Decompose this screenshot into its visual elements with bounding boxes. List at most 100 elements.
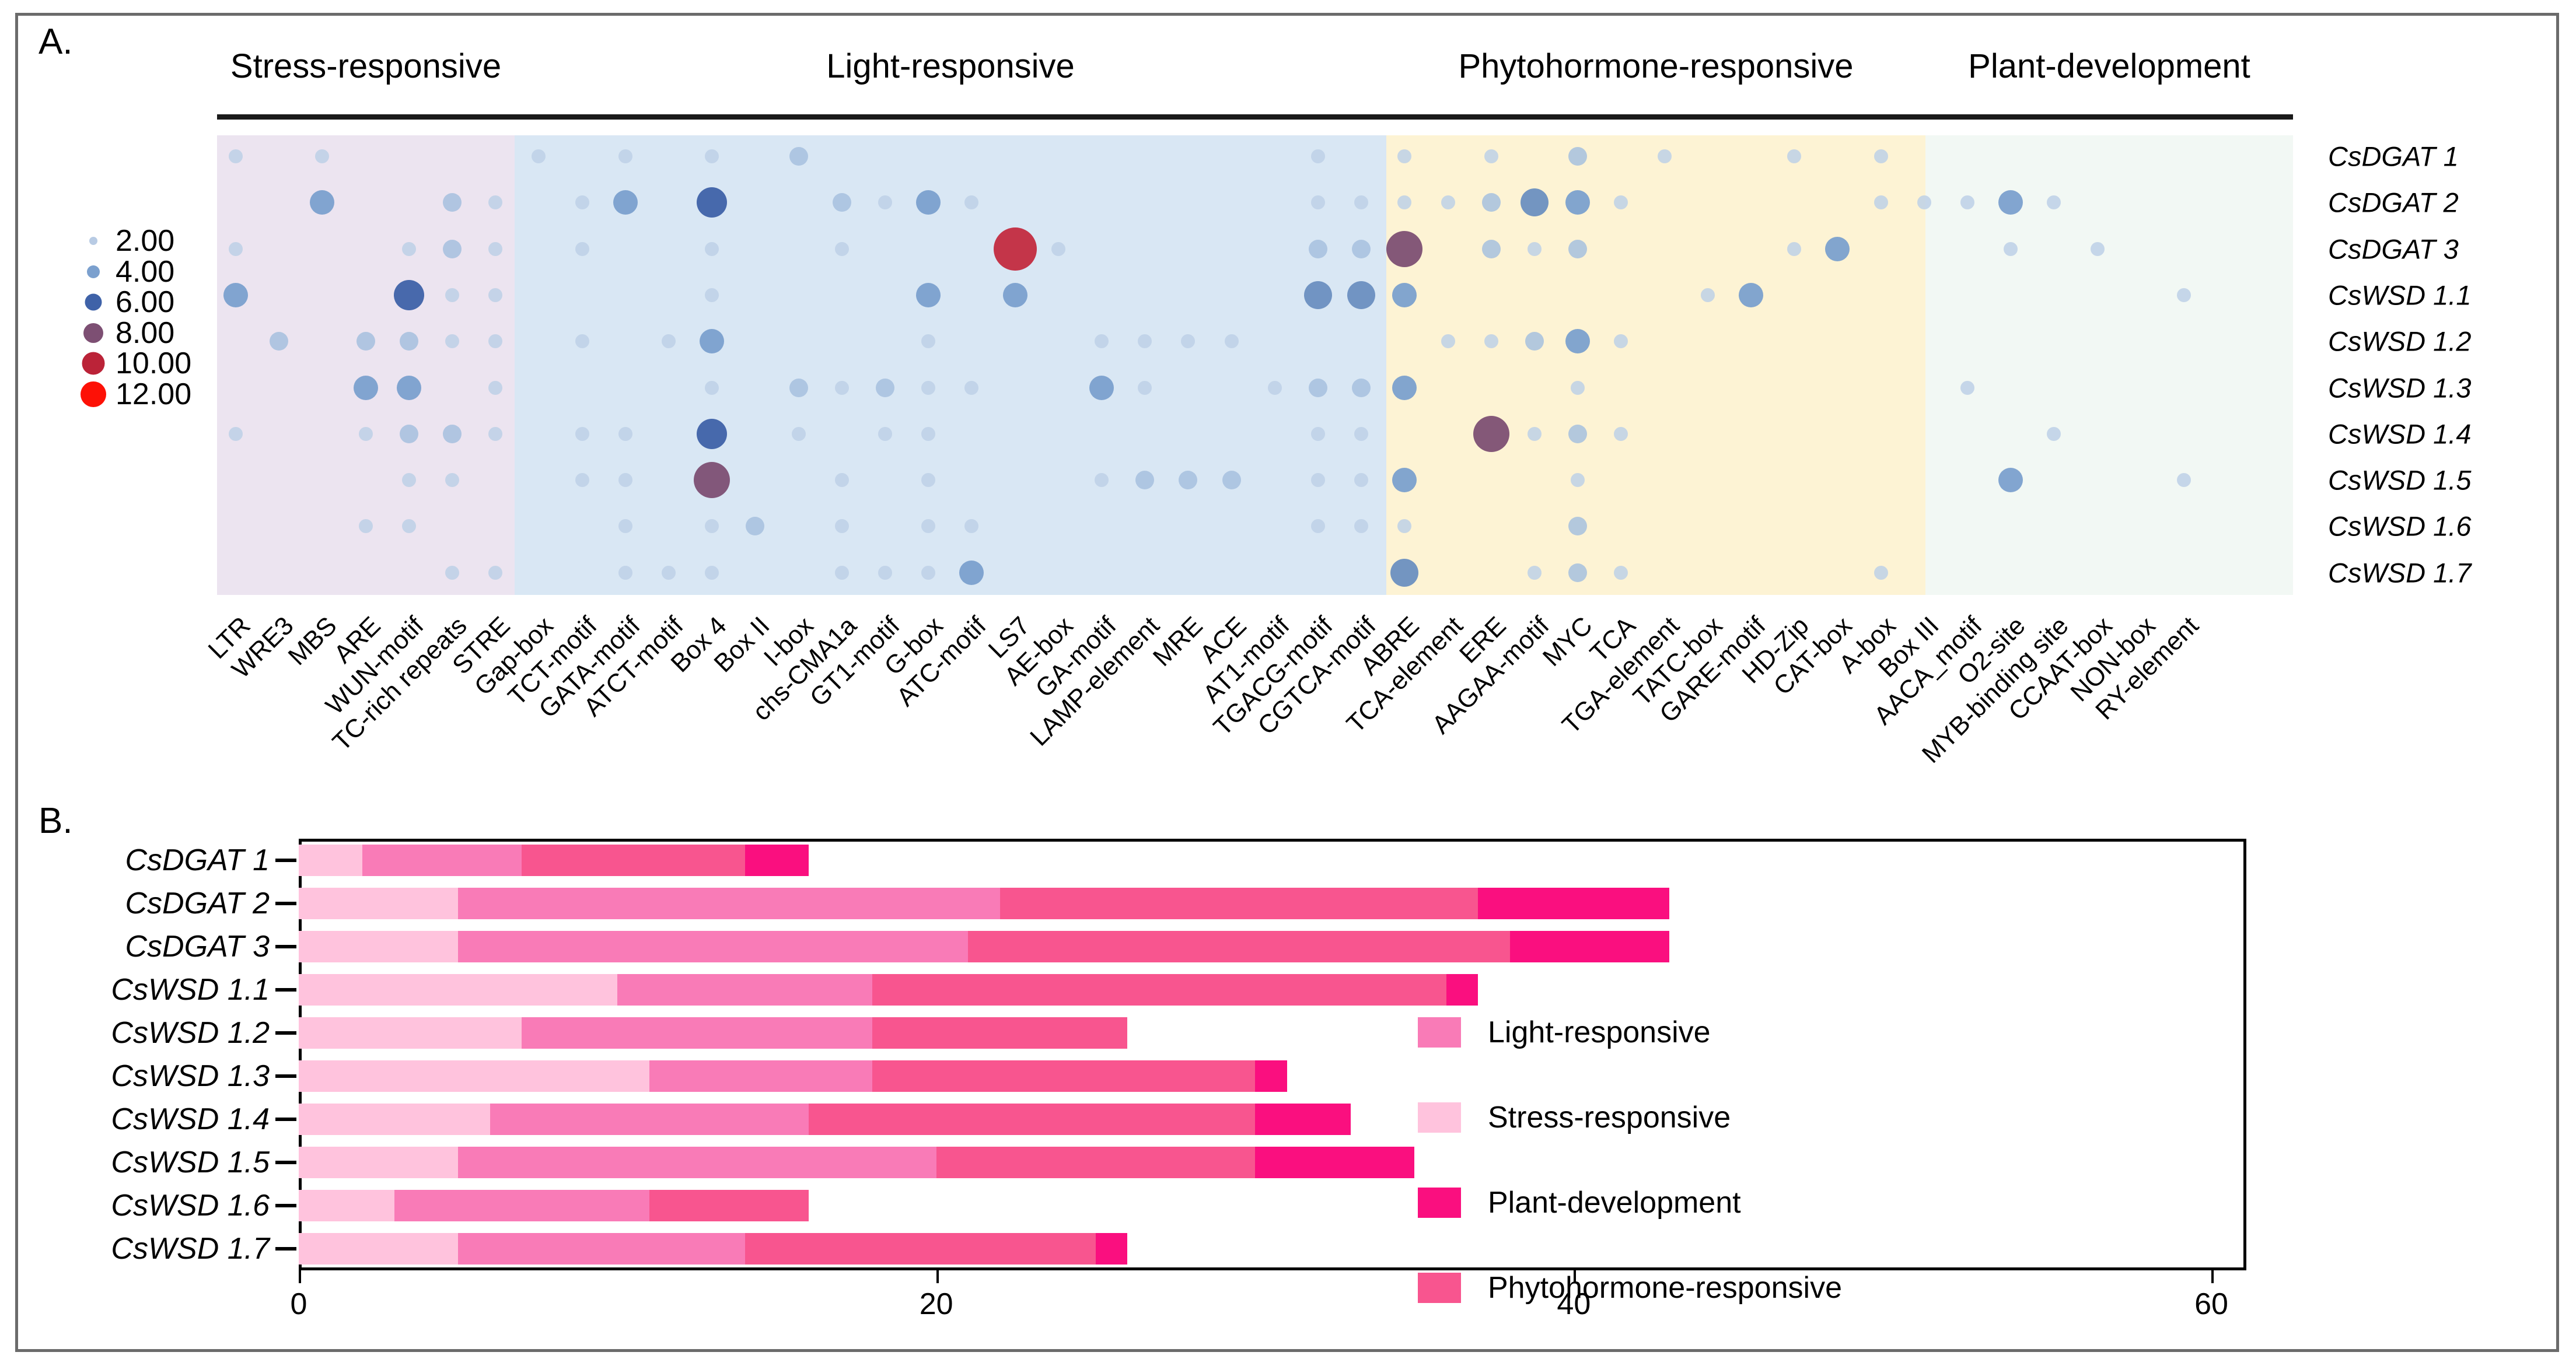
bubble-point: [700, 329, 725, 354]
x-axis-tick: [1574, 1270, 1577, 1283]
bar-segment-plant-development: [1255, 1104, 1351, 1135]
bubble-point: [393, 279, 424, 310]
bubble-point: [2004, 241, 2018, 256]
x-axis-tick-label: 0: [290, 1287, 307, 1321]
bubble-point: [1392, 282, 1417, 307]
bubble-point: [488, 334, 503, 349]
bubble-point: [401, 241, 416, 256]
bubble-point: [2090, 241, 2105, 256]
bar-segment-light-responsive: [617, 974, 873, 1006]
bubble-point: [921, 565, 936, 580]
bar-segment-plant-development: [1446, 974, 1479, 1006]
bubble-point: [964, 519, 979, 534]
panel-b-legend-label-0: Light-responsive: [1488, 1015, 1711, 1049]
bar-segment-stress-responsive: [299, 1017, 522, 1049]
bar-gene-label: CsWSD 1.5: [111, 1146, 270, 1179]
bar-row-tick: [275, 1118, 296, 1121]
bubble-point: [1521, 188, 1549, 217]
bubble-point: [1222, 471, 1241, 490]
bubble-point: [1390, 558, 1419, 587]
bubble-point: [916, 282, 941, 307]
bubble-point: [1614, 426, 1628, 441]
bar-row-tick: [275, 859, 296, 862]
bar-segment-stress-responsive: [299, 931, 459, 962]
bar-row: [299, 888, 1670, 919]
bar-row: [299, 931, 1670, 962]
bubble-point: [1392, 375, 1417, 400]
bubble-point: [1224, 334, 1239, 349]
bubble-point: [1960, 380, 1974, 395]
category-bracket-2: [1386, 114, 1925, 120]
bar-segment-stress-responsive: [299, 845, 363, 876]
bar-row: [299, 1060, 1287, 1092]
bubble-point: [401, 519, 416, 534]
bubble-point: [1089, 375, 1114, 400]
bar-segment-phytohormone-responsive: [522, 845, 745, 876]
bubble-point: [705, 519, 719, 534]
panel-a-letter: A.: [39, 22, 73, 62]
bubble-point: [834, 519, 849, 534]
bar-segment-phytohormone-responsive: [936, 1147, 1255, 1178]
bubble-point: [229, 426, 243, 441]
bar-segment-stress-responsive: [299, 888, 459, 919]
bar-gene-label: CsWSD 1.6: [111, 1189, 270, 1223]
bubble-point: [834, 241, 849, 256]
bubble-point: [1568, 517, 1588, 536]
bubble-point: [1565, 329, 1591, 354]
bubble-point: [662, 334, 676, 349]
bar-segment-light-responsive: [490, 1104, 809, 1135]
bubble-point: [1352, 239, 1371, 258]
bubble-point: [1571, 473, 1585, 488]
category-bracket-1: [515, 114, 1386, 120]
legend-bubble-2: [85, 293, 102, 311]
bubble-point: [229, 149, 243, 163]
bubble-point: [575, 473, 589, 488]
bubble-point: [358, 519, 373, 534]
bar-gene-label: CsWSD 1.7: [111, 1232, 270, 1266]
legend-bubble-3: [83, 323, 103, 343]
x-axis-tick: [936, 1270, 939, 1283]
bar-segment-light-responsive: [458, 1147, 936, 1178]
bubble-point: [443, 193, 462, 212]
bar-segment-phytohormone-responsive: [999, 888, 1479, 919]
bubble-point: [1135, 471, 1155, 490]
figure-border: [15, 13, 2559, 1352]
bubble-point: [1787, 241, 1802, 256]
bubble-point: [832, 193, 851, 212]
bar-segment-plant-development: [1095, 1233, 1128, 1265]
bubble-point: [1181, 334, 1196, 349]
legend-bubble-label-1: 4.00: [116, 254, 175, 289]
bubble-point: [916, 190, 941, 215]
bar-segment-light-responsive: [458, 888, 1000, 919]
category-band-2: [1386, 135, 1925, 595]
bar-row-tick: [275, 988, 296, 992]
bubble-point: [1998, 190, 2023, 215]
bubble-point: [1960, 195, 1974, 210]
bubble-point: [488, 380, 503, 395]
bubble-point: [488, 426, 503, 441]
bubble-point: [270, 332, 289, 351]
legend-bubble-5: [81, 381, 106, 407]
bar-segment-stress-responsive: [299, 1147, 459, 1178]
bar-segment-phytohormone-responsive: [872, 1060, 1255, 1092]
bubble-point: [705, 380, 719, 395]
bubble-point: [443, 424, 462, 443]
bubble-point: [921, 519, 936, 534]
bubble-point: [1392, 468, 1417, 493]
legend-bubble-label-2: 6.00: [116, 285, 175, 319]
bubble-point: [1825, 236, 1850, 261]
bubble-point: [2047, 195, 2061, 210]
bubble-point: [921, 334, 936, 349]
bar-segment-stress-responsive: [299, 1104, 490, 1135]
bubble-point: [1874, 149, 1888, 163]
bar-segment-phytohormone-responsive: [745, 1233, 1096, 1265]
bubble-point: [618, 565, 632, 580]
x-axis-tick: [299, 1270, 301, 1283]
bar-row-tick: [275, 1204, 296, 1207]
bar-segment-phytohormone-responsive: [649, 1190, 809, 1221]
bar-gene-label: CsDGAT 1: [125, 843, 270, 877]
bar-gene-label: CsWSD 1.4: [111, 1102, 270, 1136]
bar-row: [299, 845, 809, 876]
category-band-0: [217, 135, 515, 595]
